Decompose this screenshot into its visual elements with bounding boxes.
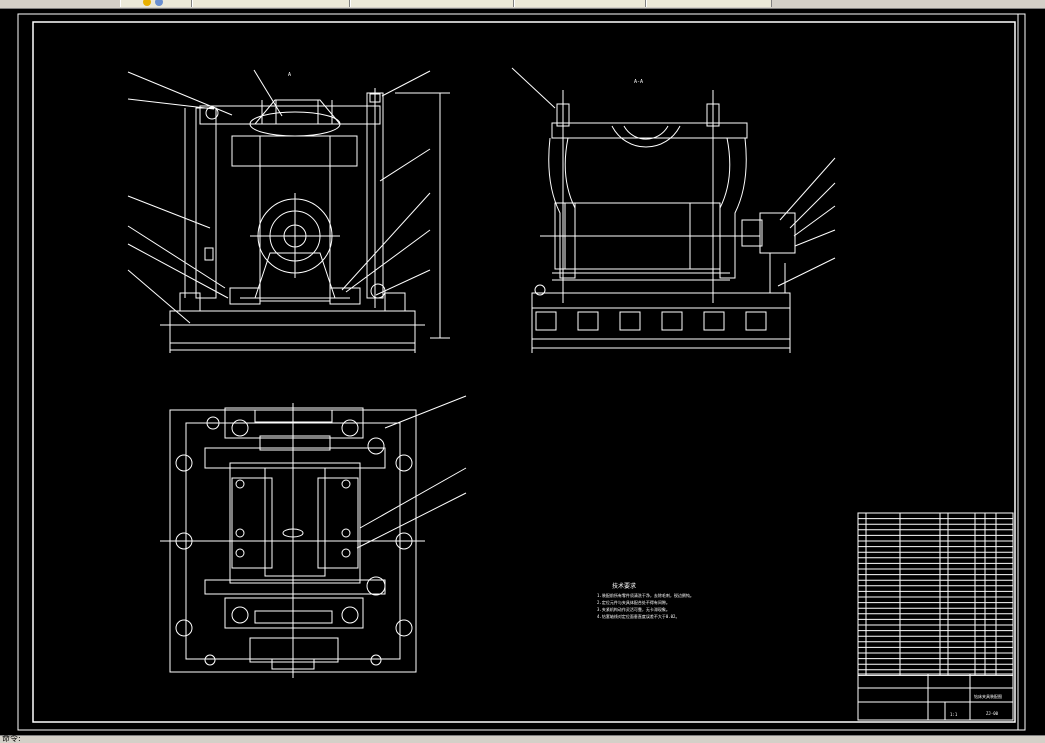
cad-drawing[interactable]: A A-A [0,8,1045,735]
tech-requirement-line: 3.夹紧机构动作灵活可靠，无卡滞现象。 [597,606,670,612]
front-view-label: A [288,72,291,78]
tech-requirements: 技术要求 1.装配前所有零件须清洗干净，去除毛刺，锐边倒钝。 2.定位元件与夹具… [597,582,694,619]
tech-requirement-line: 2.定位元件与夹具体配合处不得有间隙。 [597,599,670,605]
front-view: A [127,69,450,353]
properties-toolbar [0,0,1045,9]
side-view: A-A [511,67,836,353]
toolbar-segment-linetype[interactable] [350,0,514,7]
tech-requirement-line: 4.钻套轴线对定位面垂直度误差不大于0.02。 [597,613,679,619]
layer-icon[interactable] [143,0,151,6]
toolbar-segment-lineweight[interactable] [514,0,646,7]
toolbar-segment-color[interactable] [192,0,350,7]
parts-list-frame [857,512,1014,676]
toolbar-segment-plotstyle[interactable] [646,0,772,7]
command-line[interactable]: 命令: [0,734,1045,743]
drawing-canvas[interactable]: A A-A [0,8,1045,735]
command-prompt[interactable]: 命令: [2,734,21,743]
drawing-name: 钻床夹具装配图 [974,693,1002,699]
drawing-number: ZJ-00 [986,711,999,716]
tech-requirements-heading: 技术要求 [612,582,636,590]
title-block: 钻床夹具装配图 ZJ-00 1:1 [857,673,1014,721]
drawing-scale: 1:1 [950,712,958,717]
sheet-inner-border [32,21,1016,723]
side-view-label: A-A [634,79,643,85]
tech-requirement-line: 1.装配前所有零件须清洗干净，去除毛刺，锐边倒钝。 [597,592,694,598]
layer-states-icon[interactable] [155,0,163,6]
parts-list [857,512,1014,676]
sheet-outer-border [17,13,1026,731]
top-view [160,395,467,678]
toolbar-segment-layer[interactable] [120,0,192,7]
